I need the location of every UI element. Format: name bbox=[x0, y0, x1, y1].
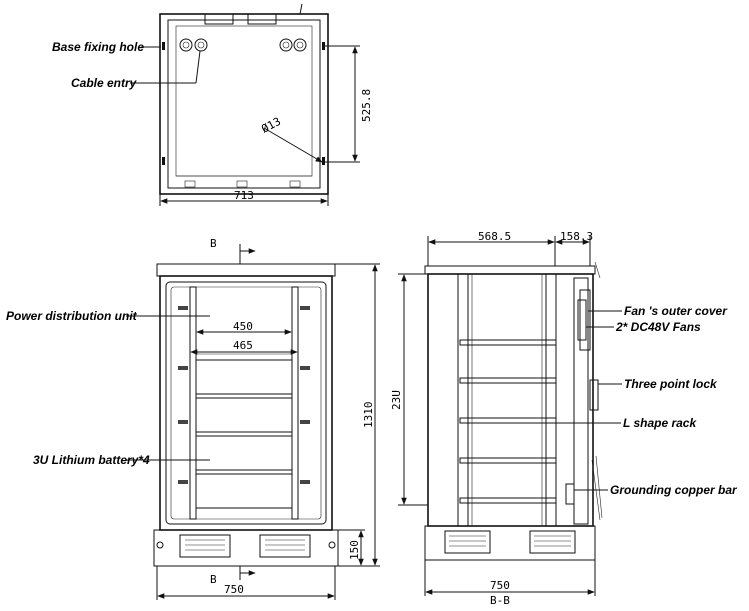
side-body bbox=[427, 273, 594, 527]
base-vent-left bbox=[179, 534, 231, 558]
label-rack: L shape rack bbox=[623, 416, 697, 430]
dim-465: 465 bbox=[233, 339, 253, 352]
side-base bbox=[424, 525, 596, 561]
battery-module-2 bbox=[195, 397, 293, 433]
base-hole-right bbox=[328, 541, 336, 549]
dim-width-750-side: 750 bbox=[490, 579, 510, 592]
label-battery: 3U Lithium battery*4 bbox=[33, 453, 150, 467]
top-connector-right bbox=[247, 13, 277, 25]
side-view: 568.5 158.3 23U 750 B-B Fan 's outer cov… bbox=[390, 230, 738, 607]
rail-holes bbox=[178, 306, 310, 484]
battery-module-3 bbox=[195, 435, 293, 471]
side-door bbox=[573, 277, 589, 525]
dim-23u: 23U bbox=[390, 390, 403, 410]
battery-module-4 bbox=[195, 473, 293, 509]
front-base bbox=[153, 529, 339, 567]
rack-rail-left bbox=[189, 286, 197, 520]
dim-hole-13: Ø13 bbox=[259, 115, 283, 136]
side-rail-rear bbox=[545, 273, 557, 527]
side-vent-left bbox=[444, 530, 491, 554]
section-b-bottom: B bbox=[210, 573, 217, 586]
dim-158: 158.3 bbox=[560, 230, 593, 243]
dim-width-750-front: 750 bbox=[224, 583, 244, 596]
dim-height-1310: 1310 bbox=[362, 402, 375, 429]
grounding-bar bbox=[565, 483, 575, 505]
top-view: Base fixing hole Cable entry 713 525.8 Ø… bbox=[52, 3, 373, 206]
leader-cable-entry bbox=[195, 50, 201, 84]
dim-450: 450 bbox=[233, 320, 253, 333]
label-cable-entry: Cable entry bbox=[71, 76, 138, 90]
label-pdu: Power distribution unit bbox=[6, 309, 138, 323]
top-outer-frame bbox=[159, 13, 329, 195]
top-rib bbox=[236, 180, 248, 188]
base-fixing-holes bbox=[162, 42, 325, 165]
label-ground: Grounding copper bar bbox=[610, 483, 738, 497]
top-rib bbox=[289, 180, 301, 188]
front-view: B B 450 465 Power distribution unit 3U L… bbox=[6, 237, 380, 600]
top-inner-frame bbox=[167, 19, 321, 189]
three-point-lock bbox=[589, 379, 599, 411]
side-vent-right bbox=[529, 530, 576, 554]
cable-entry-glands bbox=[179, 38, 307, 52]
top-connector-left bbox=[204, 13, 234, 25]
battery-module-1 bbox=[195, 359, 293, 395]
shelf-5 bbox=[459, 497, 557, 504]
leader-hole bbox=[263, 127, 323, 163]
section-b-top: B bbox=[210, 237, 217, 250]
base-hole-left bbox=[156, 541, 164, 549]
front-roof bbox=[156, 263, 336, 277]
rack-rail-right bbox=[291, 286, 299, 520]
side-rail-front bbox=[457, 273, 469, 527]
label-fans: 2* DC48V Fans bbox=[615, 320, 701, 334]
label-fan-cover: Fan 's outer cover bbox=[624, 304, 728, 318]
dim-base-150: 150 bbox=[348, 540, 361, 560]
label-lock: Three point lock bbox=[624, 377, 718, 391]
dim-depth-525: 525.8 bbox=[360, 89, 373, 122]
base-vent-right bbox=[259, 534, 311, 558]
shelf-4 bbox=[459, 457, 557, 464]
top-rib bbox=[184, 180, 196, 188]
fan-unit bbox=[577, 299, 587, 341]
front-body bbox=[159, 275, 333, 531]
fan-cover bbox=[579, 289, 591, 351]
section-title-bb: B-B bbox=[490, 594, 510, 607]
side-roof bbox=[424, 265, 596, 275]
label-base-fixing-hole: Base fixing hole bbox=[52, 40, 144, 54]
front-door-frame bbox=[165, 281, 327, 525]
top-antenna bbox=[299, 3, 303, 15]
dim-width-713: 713 bbox=[234, 189, 254, 202]
shelf-3 bbox=[459, 417, 557, 424]
dim-568: 568.5 bbox=[478, 230, 511, 243]
shelf-1 bbox=[459, 339, 557, 346]
shelf-2 bbox=[459, 377, 557, 384]
